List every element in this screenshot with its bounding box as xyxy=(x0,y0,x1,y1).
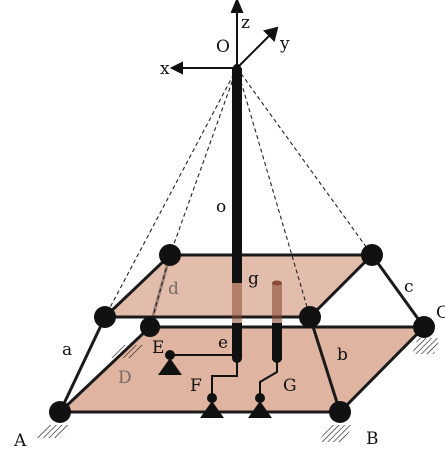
joint-icon xyxy=(159,244,181,266)
cable-lines xyxy=(104,67,373,328)
label-point-G: G xyxy=(283,376,297,396)
label-point-g: g xyxy=(248,269,259,289)
cable-line xyxy=(236,67,373,256)
side-links xyxy=(58,254,426,413)
link-b xyxy=(308,316,342,413)
joint-icon xyxy=(299,306,321,328)
joint-icon xyxy=(49,401,71,423)
label-axis-x: x xyxy=(160,59,170,79)
hatched-ground-icon xyxy=(318,425,354,442)
y-axis xyxy=(236,34,271,69)
x-arrow-icon xyxy=(169,61,183,75)
label-rod-o: o xyxy=(216,197,226,217)
label-axis-z: z xyxy=(241,13,250,33)
pivot-joint-icon xyxy=(255,393,265,403)
cable-line xyxy=(236,67,311,318)
label-point-F: F xyxy=(190,376,202,396)
joint-icon xyxy=(272,353,282,363)
hatched-ground-icon xyxy=(412,338,440,354)
coordinate-axes xyxy=(169,0,279,75)
label-point-e: e xyxy=(218,333,228,353)
joint-icon xyxy=(140,317,160,337)
label-link-b: b xyxy=(337,345,348,365)
joint-icon xyxy=(329,401,351,423)
hatched-ground-icon xyxy=(110,345,144,358)
joint-icon xyxy=(233,64,241,72)
label-point-A: A xyxy=(13,431,27,451)
joints xyxy=(49,64,435,423)
label-link-a: a xyxy=(62,340,72,360)
label-point-E: E xyxy=(152,338,164,358)
pivot-joint-icon xyxy=(165,350,175,360)
triangle-pivot-icon xyxy=(158,358,182,375)
triangle-pivot-icon xyxy=(200,401,224,418)
pivot-joint-icon xyxy=(207,393,217,403)
y-arrow-icon xyxy=(263,26,279,42)
linkage-F xyxy=(211,358,238,398)
cable-line xyxy=(149,254,171,328)
label-point-D: D xyxy=(118,368,132,388)
linkage-G xyxy=(259,358,278,398)
label-axis-y: y xyxy=(279,34,290,54)
label-point-C: C xyxy=(436,303,445,323)
link-a xyxy=(58,316,107,413)
link-c xyxy=(370,254,426,328)
z-arrow-icon xyxy=(230,0,244,13)
second-rod-top xyxy=(272,280,282,286)
central-rod xyxy=(232,68,242,283)
pivot-supports xyxy=(158,350,272,418)
central-rod-through-plate xyxy=(232,283,242,323)
joint-icon xyxy=(94,306,116,328)
joint-icon xyxy=(361,244,383,266)
joint-icon xyxy=(413,316,435,338)
second-rod-lower xyxy=(272,323,282,360)
hatched-ground-icon xyxy=(36,425,72,438)
ground-supports xyxy=(36,338,440,442)
label-link-c: c xyxy=(404,277,414,297)
cable-line xyxy=(104,67,238,318)
pivot-linkages xyxy=(170,354,278,398)
cable-line xyxy=(169,67,238,256)
label-point-B: B xyxy=(366,429,379,449)
joint-icon xyxy=(232,353,242,363)
second-rod-through-plate xyxy=(272,283,282,323)
link-d xyxy=(148,254,172,328)
triangle-pivot-icon xyxy=(248,401,272,418)
label-point-d: d xyxy=(168,279,179,299)
central-rod-lower xyxy=(232,323,242,358)
label-origin: O xyxy=(216,37,230,57)
